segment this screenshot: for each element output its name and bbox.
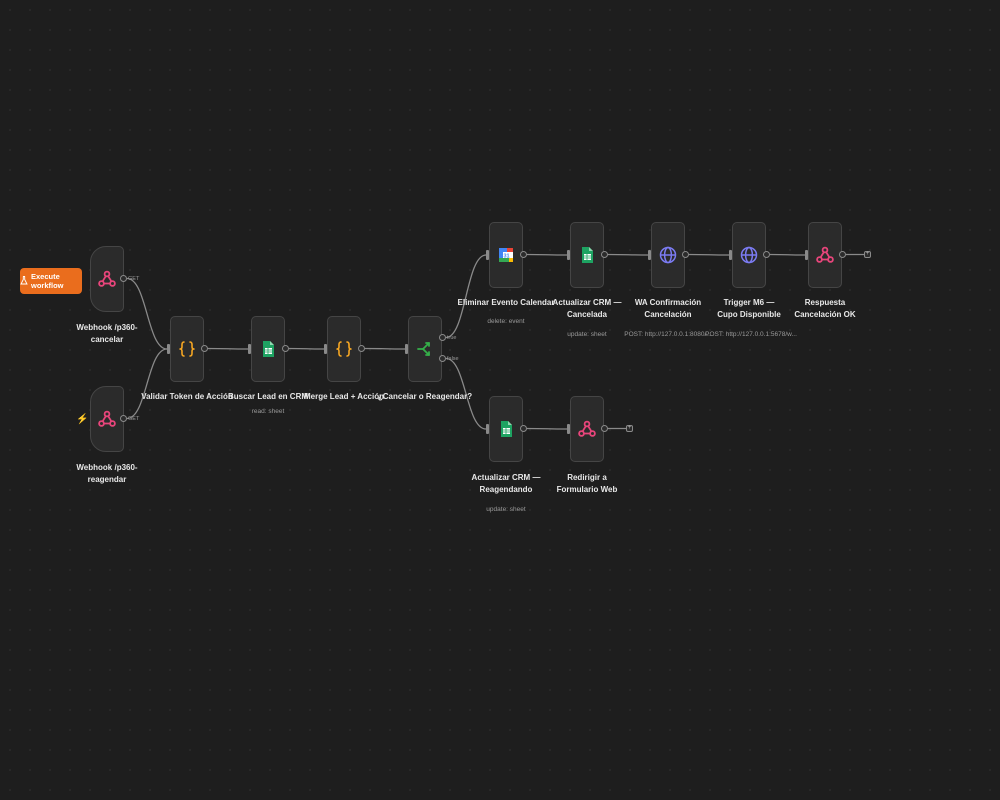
google-sheets-icon — [258, 339, 278, 359]
node-webhook-cancelar[interactable] — [90, 246, 124, 312]
node-validar-token[interactable] — [170, 316, 204, 382]
node-redirigir-formulario[interactable] — [570, 396, 604, 462]
input-port[interactable] — [805, 250, 808, 260]
node-wa-confirmacion[interactable] — [651, 222, 685, 288]
connection[interactable] — [207, 347, 249, 350]
output-port[interactable] — [282, 345, 289, 352]
input-port[interactable] — [567, 250, 570, 260]
node-respuesta-cancelacion[interactable] — [808, 222, 842, 288]
node-subtitle: delete: event — [487, 318, 525, 325]
input-port[interactable] — [248, 344, 251, 354]
google-sheets-icon — [496, 419, 516, 439]
output-port[interactable] — [682, 251, 689, 258]
input-port[interactable] — [648, 250, 651, 260]
output-port[interactable] — [120, 275, 127, 282]
output-port[interactable] — [601, 425, 608, 432]
input-port[interactable] — [167, 344, 170, 354]
webhook-icon — [577, 419, 597, 439]
node-title: Redirigir a Formulario Web — [556, 473, 618, 494]
globe-icon — [739, 245, 759, 265]
connection[interactable] — [607, 253, 649, 256]
node-subtitle: update: sheet — [486, 506, 526, 513]
webhook-icon — [815, 245, 835, 265]
webhook-icon — [97, 269, 117, 289]
node-webhook-reagendar[interactable] — [90, 386, 124, 452]
node-actualizar-crm-cancelada[interactable] — [570, 222, 604, 288]
flask-icon — [20, 275, 28, 287]
output-port[interactable] — [520, 425, 527, 432]
connection[interactable] — [364, 347, 406, 350]
node-title: Buscar Lead en CRM — [227, 392, 309, 401]
node-title: Webhook /p360-cancelar — [76, 323, 138, 344]
node-if-cancelar-reagendar[interactable] — [408, 316, 442, 382]
node-subtitle: POST: http://127.0.0.1:5678/w... — [705, 331, 797, 338]
if-branch-icon — [415, 339, 435, 359]
node-title: ¿Cancelar o Reagendar? — [377, 392, 473, 401]
node-title: WA Confirmación Cancelación — [634, 298, 702, 319]
lightning-bolt-icon: ⚡ — [76, 414, 89, 425]
globe-icon — [658, 245, 678, 265]
node-subtitle: update: sheet — [567, 331, 607, 338]
output-port-false[interactable] — [439, 355, 446, 362]
execute-workflow-button[interactable]: Execute workflow — [20, 268, 82, 294]
node-subtitle: POST: http://127.0.0.1:8080/... — [624, 331, 712, 338]
input-port[interactable] — [405, 344, 408, 354]
webhook-icon — [97, 409, 117, 429]
node-title: Respuesta Cancelación OK — [794, 298, 856, 319]
node-title: Validar Token de Acción — [141, 392, 233, 401]
node-title: Actualizar CRM — Cancelada — [552, 298, 622, 319]
input-port[interactable] — [486, 424, 489, 434]
output-port[interactable] — [120, 415, 127, 422]
add-node-plus-icon[interactable]: + — [626, 425, 633, 432]
input-port[interactable] — [486, 250, 489, 260]
input-port[interactable] — [567, 424, 570, 434]
node-title: Webhook /p360-reagendar — [76, 463, 138, 484]
node-buscar-lead[interactable] — [251, 316, 285, 382]
connection[interactable] — [288, 347, 325, 350]
code-braces-icon — [177, 339, 197, 359]
output-port[interactable] — [839, 251, 846, 258]
connection[interactable] — [688, 253, 730, 256]
node-subtitle: read: sheet — [251, 408, 285, 415]
input-port[interactable] — [324, 344, 327, 354]
connection[interactable] — [126, 348, 168, 420]
output-port[interactable] — [358, 345, 365, 352]
node-title: Merge Lead + Acción — [304, 392, 384, 401]
connection[interactable] — [526, 427, 568, 430]
node-title: Actualizar CRM — Reagendando — [471, 473, 541, 494]
connection[interactable] — [526, 253, 568, 256]
google-sheets-icon — [577, 245, 597, 265]
execute-workflow-label: Execute workflow — [31, 272, 64, 290]
port-method-label: GET — [128, 276, 140, 282]
port-method-label: GET — [128, 416, 140, 422]
input-port[interactable] — [729, 250, 732, 260]
output-port[interactable] — [763, 251, 770, 258]
add-node-plus-icon[interactable]: + — [864, 251, 871, 258]
output-port[interactable] — [201, 345, 208, 352]
node-eliminar-evento[interactable] — [489, 222, 523, 288]
output-port-true[interactable] — [439, 334, 446, 341]
node-actualizar-crm-reagendando[interactable] — [489, 396, 523, 462]
node-title: Eliminar Evento Calendar — [457, 298, 555, 307]
node-merge-lead[interactable] — [327, 316, 361, 382]
code-braces-icon — [334, 339, 354, 359]
node-trigger-m6[interactable] — [732, 222, 766, 288]
google-calendar-icon — [496, 245, 516, 265]
connection[interactable] — [769, 253, 806, 256]
output-port[interactable] — [601, 251, 608, 258]
output-port[interactable] — [520, 251, 527, 258]
true-branch-label: true — [447, 335, 457, 341]
false-branch-label: false — [447, 356, 459, 362]
node-title: Trigger M6 — Cupo Disponible — [717, 298, 781, 319]
